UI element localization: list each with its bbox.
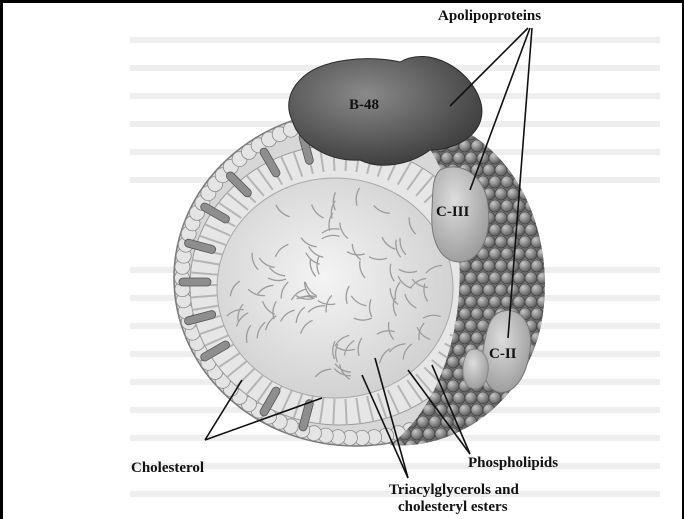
- label-c3: C-III: [436, 204, 469, 221]
- label-apolipoproteins: Apolipoproteins: [438, 8, 541, 25]
- label-triacylglycerols-line2: cholesteryl esters: [398, 499, 508, 516]
- label-phospholipids: Phospholipids: [468, 455, 558, 472]
- label-b48: B-48: [349, 97, 379, 114]
- label-triacylglycerols-line1: Triacylglycerols and: [389, 482, 519, 499]
- label-cholesterol: Cholesterol: [131, 460, 204, 477]
- triacylglycerol-core: [217, 178, 453, 398]
- label-c2: C-II: [489, 346, 517, 363]
- apoprotein-small: [463, 349, 488, 389]
